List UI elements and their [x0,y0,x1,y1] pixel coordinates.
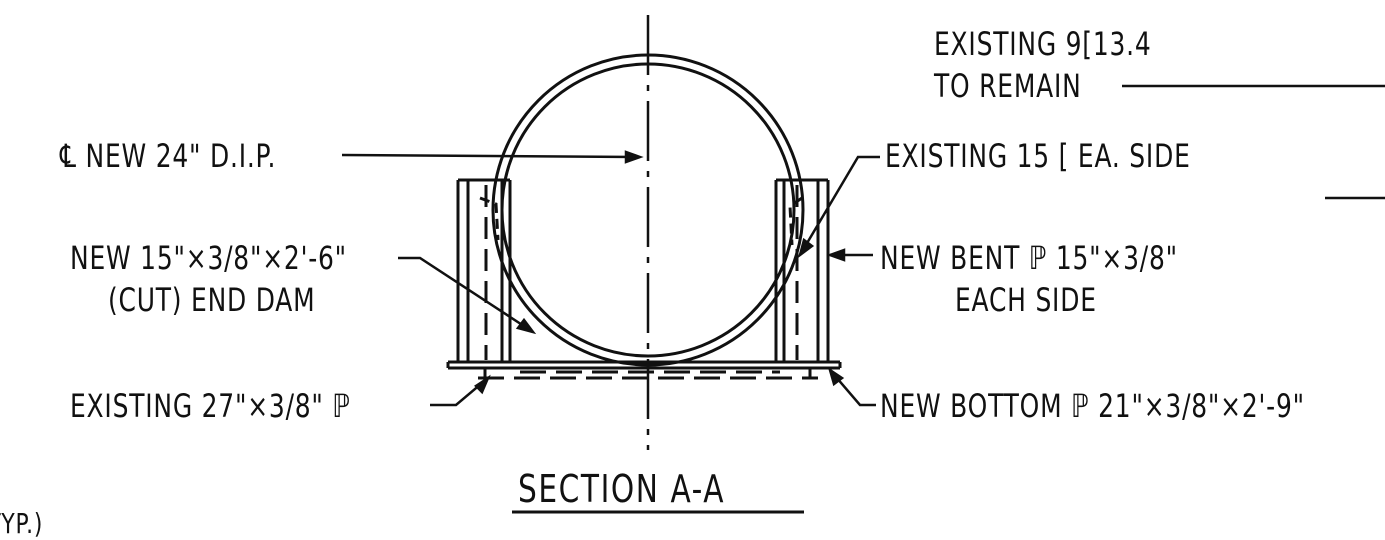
label-existing-plate: EXISTING 27"×3/8" ℙ [70,387,351,425]
left-channel [456,178,512,362]
label-partial-typ: (TYP.) [0,507,44,540]
leader-existing-plate [430,377,489,407]
section-drawing [341,15,1385,514]
label-existing-channel-1: EXISTING 9[13.4 [934,25,1152,63]
bottom-plate [446,360,842,380]
label-new-pipe: ℄ NEW 24" D.I.P. [60,137,277,175]
label-bottom-plate: NEW BOTTOM ℙ 21"×3/8"×2'-9" [880,387,1305,425]
right-channel [774,178,830,362]
label-end-dam-2: (CUT) END DAM [108,281,316,319]
section-title: SECTION A-A [518,467,726,511]
leader-pipe [341,153,641,159]
leader-bottom-plate [829,369,876,407]
leader-15c [798,155,880,256]
label-existing-channel-2: TO REMAIN [934,67,1082,105]
leader-end-dam [398,256,534,334]
label-end-dam-1: NEW 15"×3/8"×2'-6" [70,239,347,277]
pipe-outer [491,53,805,367]
label-bent-plate-2: EACH SIDE [955,281,1097,319]
label-existing-15c: EXISTING 15 [ EA. SIDE [885,137,1191,175]
label-bent-plate-1: NEW BENT ℙ 15"×3/8" [880,239,1178,277]
